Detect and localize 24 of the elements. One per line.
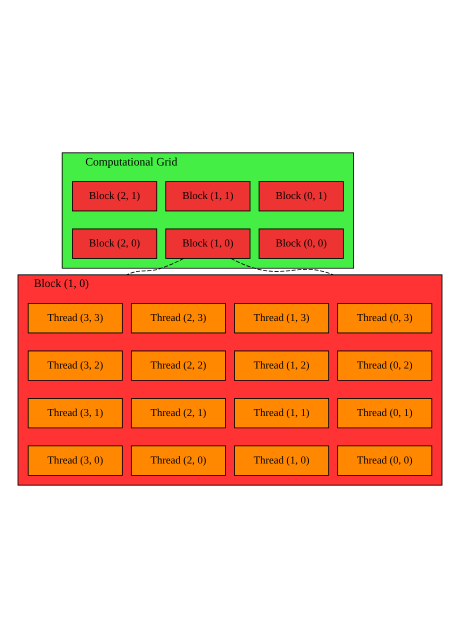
node-box: Thread (2, 0) [130, 444, 226, 476]
node-box: Thread (1, 2) [234, 350, 330, 380]
node-box: Block (0, 0) [258, 228, 344, 258]
node-box: Block (2, 0) [72, 228, 158, 258]
node-box: Thread (1, 3) [234, 302, 330, 333]
node-box: Thread (0, 0) [337, 444, 432, 476]
node-box: Block (2, 1) [72, 180, 158, 211]
node-box: Thread (3, 0) [28, 444, 123, 476]
node-box: Thread (3, 3) [28, 302, 123, 333]
node-box: Thread (1, 1) [234, 398, 330, 428]
node-box: Thread (0, 2) [337, 350, 432, 380]
node-box: Thread (1, 0) [234, 444, 330, 476]
node-box: Thread (3, 2) [28, 350, 123, 380]
node-box: Thread (2, 2) [130, 350, 226, 380]
node-box: Block (1, 1) [165, 180, 250, 211]
node-box: Thread (2, 3) [130, 302, 226, 333]
node-box: Thread (0, 1) [337, 398, 432, 428]
connector [230, 258, 334, 275]
node-box: Thread (0, 3) [337, 302, 432, 333]
node-box: Thread (3, 1) [28, 398, 123, 428]
node-box: Thread (2, 1) [130, 398, 226, 428]
node-box: Block (0, 1) [258, 180, 344, 211]
node-box: Block (1, 0) [165, 228, 250, 258]
connector [126, 258, 184, 275]
